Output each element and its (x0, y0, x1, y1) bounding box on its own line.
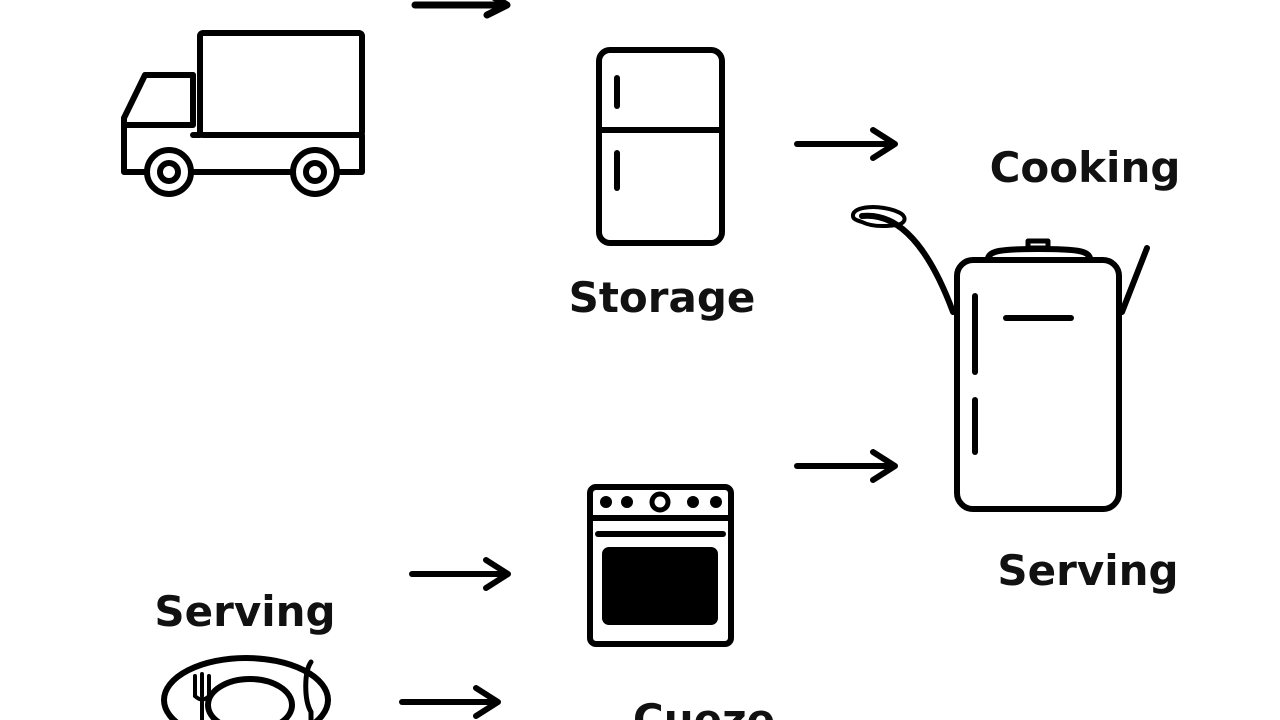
arrow-oven-to-serving-icon (794, 449, 898, 483)
serving-right-label: Serving (997, 546, 1178, 595)
arrow-serving-to-oven-icon (409, 557, 511, 591)
oven-icon (587, 484, 734, 647)
cueze-label: Cueze (633, 695, 775, 720)
serving-left-label: Serving (154, 587, 335, 636)
refrigerator-icon (596, 47, 725, 246)
arrow-plate-to-cueze-icon (399, 685, 501, 719)
cooking-pot-icon (851, 205, 1150, 512)
cooking-label: Cooking (990, 143, 1181, 192)
arrow-top-icon (411, 0, 511, 19)
storage-label: Storage (569, 273, 756, 322)
arrow-storage-to-cooking-icon (794, 127, 898, 161)
truck-icon (121, 30, 365, 197)
plate-with-cutlery-icon (161, 655, 331, 720)
